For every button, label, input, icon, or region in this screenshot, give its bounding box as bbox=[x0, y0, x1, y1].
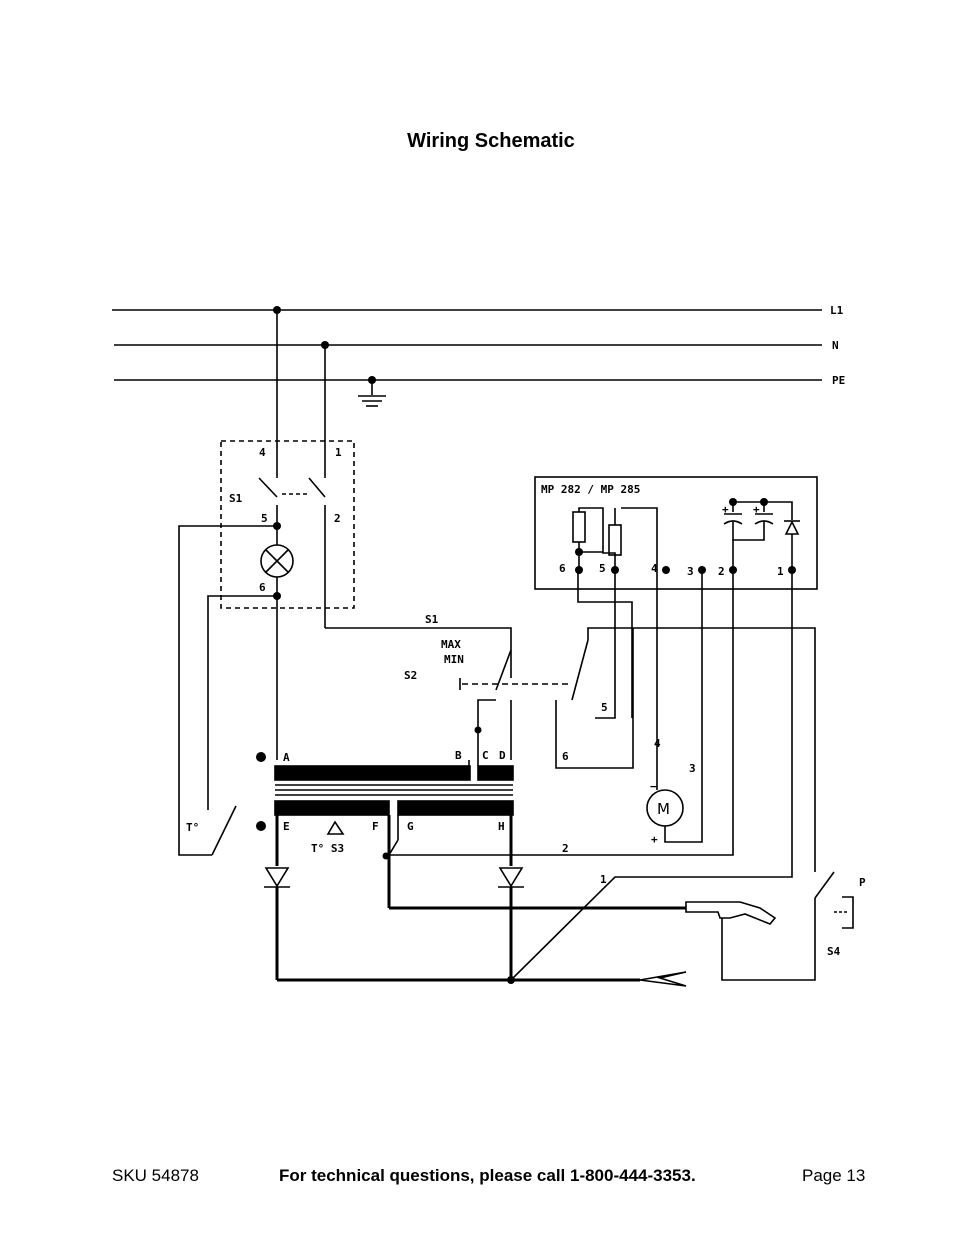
schematic-label: 6 bbox=[559, 562, 566, 575]
schematic-label: 3 bbox=[687, 565, 694, 578]
schematic-label: 6 bbox=[562, 750, 569, 763]
schematic-label: B bbox=[455, 749, 462, 762]
schematic-label: MAX bbox=[441, 638, 461, 651]
schematic-label: 3 bbox=[689, 762, 696, 775]
schematic-label: 5 bbox=[261, 512, 268, 525]
schematic-label: 5 bbox=[601, 701, 608, 714]
footer-tech-line: For technical questions, please call 1-8… bbox=[279, 1166, 696, 1185]
label-l1: L1 bbox=[830, 304, 844, 317]
schematic-label: + bbox=[722, 503, 729, 516]
diode-left bbox=[264, 867, 290, 888]
label-s3: T° S3 bbox=[311, 842, 344, 855]
schematic-label: 6 bbox=[259, 581, 266, 594]
resistor-1 bbox=[572, 511, 586, 543]
schematic-label: + bbox=[753, 503, 760, 516]
welding-torch bbox=[685, 901, 777, 925]
schematic-label: 4 bbox=[259, 446, 266, 459]
schematic-label: A bbox=[283, 751, 290, 764]
schematic-label: 2 bbox=[718, 565, 725, 578]
page-title: Wiring Schematic bbox=[407, 130, 575, 152]
schematic-label: 5 bbox=[599, 562, 606, 575]
resistor-2 bbox=[608, 524, 622, 556]
mp-control-board bbox=[534, 476, 818, 590]
label-n: N bbox=[832, 339, 839, 352]
footer-sku: SKU 54878 bbox=[112, 1166, 199, 1185]
schematic-label: 2 bbox=[334, 512, 341, 525]
transformer-primary bbox=[274, 765, 471, 781]
diode-right bbox=[498, 867, 524, 888]
schematic-label: 1 bbox=[600, 873, 607, 886]
schematic-label: H bbox=[498, 820, 505, 833]
schematic-label: C bbox=[482, 749, 489, 762]
label-s2: S2 bbox=[404, 669, 417, 682]
label-s1: S1 bbox=[229, 492, 243, 505]
schematic-label: 1 bbox=[777, 565, 784, 578]
schematic-label: P bbox=[859, 876, 866, 889]
schematic-label: 4 bbox=[651, 562, 658, 575]
schematic-label: 4 bbox=[654, 737, 661, 750]
schematic-label: MIN bbox=[444, 653, 464, 666]
schematic-label: − bbox=[650, 780, 657, 793]
schematic-label: E bbox=[283, 820, 290, 833]
schematic-label: 1 bbox=[335, 446, 342, 459]
schematic-label: M bbox=[657, 800, 670, 818]
schematic-label: T° bbox=[186, 821, 199, 834]
schematic-label: + bbox=[651, 833, 658, 846]
s1-switch-box bbox=[220, 440, 355, 609]
footer-page-number: Page 13 bbox=[802, 1166, 866, 1185]
schematic-label: S1 bbox=[425, 613, 439, 626]
label-s4: S4 bbox=[827, 945, 841, 958]
board-diode bbox=[784, 520, 800, 535]
transformer-secondary bbox=[274, 800, 390, 816]
schematic-label: D bbox=[499, 749, 506, 762]
schematic-label: F bbox=[372, 820, 379, 833]
earth-clamp bbox=[639, 971, 687, 987]
label-pe: PE bbox=[832, 374, 845, 387]
label-board: MP 282 / MP 285 bbox=[541, 483, 640, 496]
schematic-label: 2 bbox=[562, 842, 569, 855]
schematic-label: G bbox=[407, 820, 414, 833]
